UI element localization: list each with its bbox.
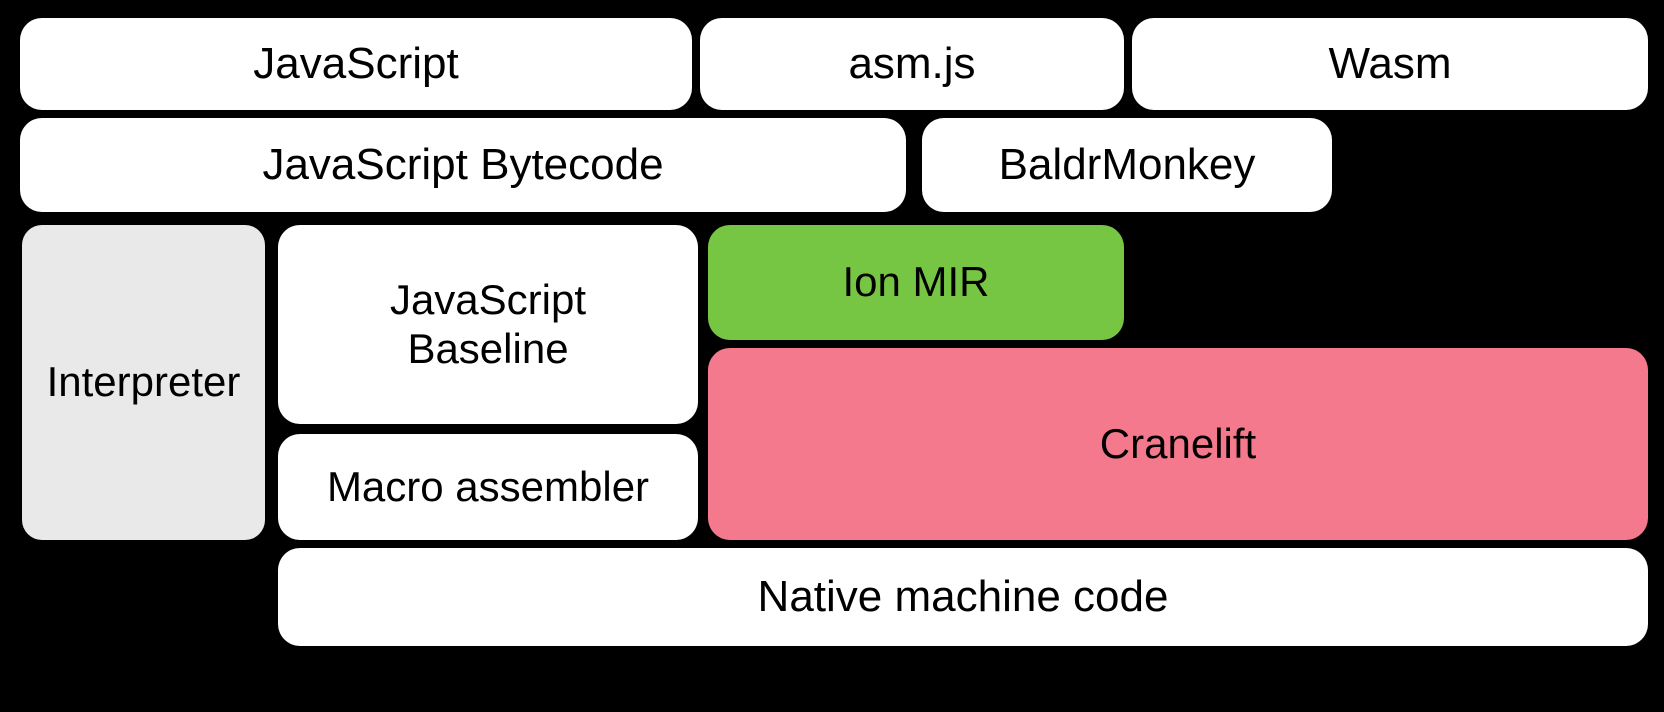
- box-native-machine-code[interactable]: Native machine code: [278, 548, 1648, 646]
- box-cranelift-label: Cranelift: [1099, 419, 1257, 467]
- box-ion-mir-label: Ion MIR: [842, 258, 990, 306]
- box-wasm-label: Wasm: [1328, 38, 1452, 88]
- box-asm-js-label: asm.js: [848, 38, 976, 88]
- box-ion-mir[interactable]: Ion MIR: [708, 225, 1124, 340]
- box-interpreter[interactable]: Interpreter: [22, 225, 265, 540]
- box-wasm[interactable]: Wasm: [1132, 18, 1648, 110]
- box-javascript-bytecode[interactable]: JavaScript Bytecode: [20, 118, 906, 212]
- box-javascript-label: JavaScript: [253, 38, 459, 88]
- box-cranelift[interactable]: Cranelift: [708, 348, 1648, 540]
- box-javascript[interactable]: JavaScript: [20, 18, 692, 110]
- box-javascript-bytecode-label: JavaScript Bytecode: [262, 139, 664, 189]
- box-baldrmonkey[interactable]: BaldrMonkey: [922, 118, 1332, 212]
- box-macro-assembler-label: Macro assembler: [326, 462, 650, 510]
- box-macro-assembler[interactable]: Macro assembler: [278, 434, 698, 540]
- box-interpreter-label: Interpreter: [46, 358, 241, 406]
- box-javascript-baseline-label: JavaScript Baseline: [389, 276, 587, 372]
- box-native-machine-code-label: Native machine code: [757, 571, 1169, 621]
- box-baldrmonkey-label: BaldrMonkey: [998, 139, 1256, 189]
- box-asm-js[interactable]: asm.js: [700, 18, 1124, 110]
- box-javascript-baseline[interactable]: JavaScript Baseline: [278, 225, 698, 424]
